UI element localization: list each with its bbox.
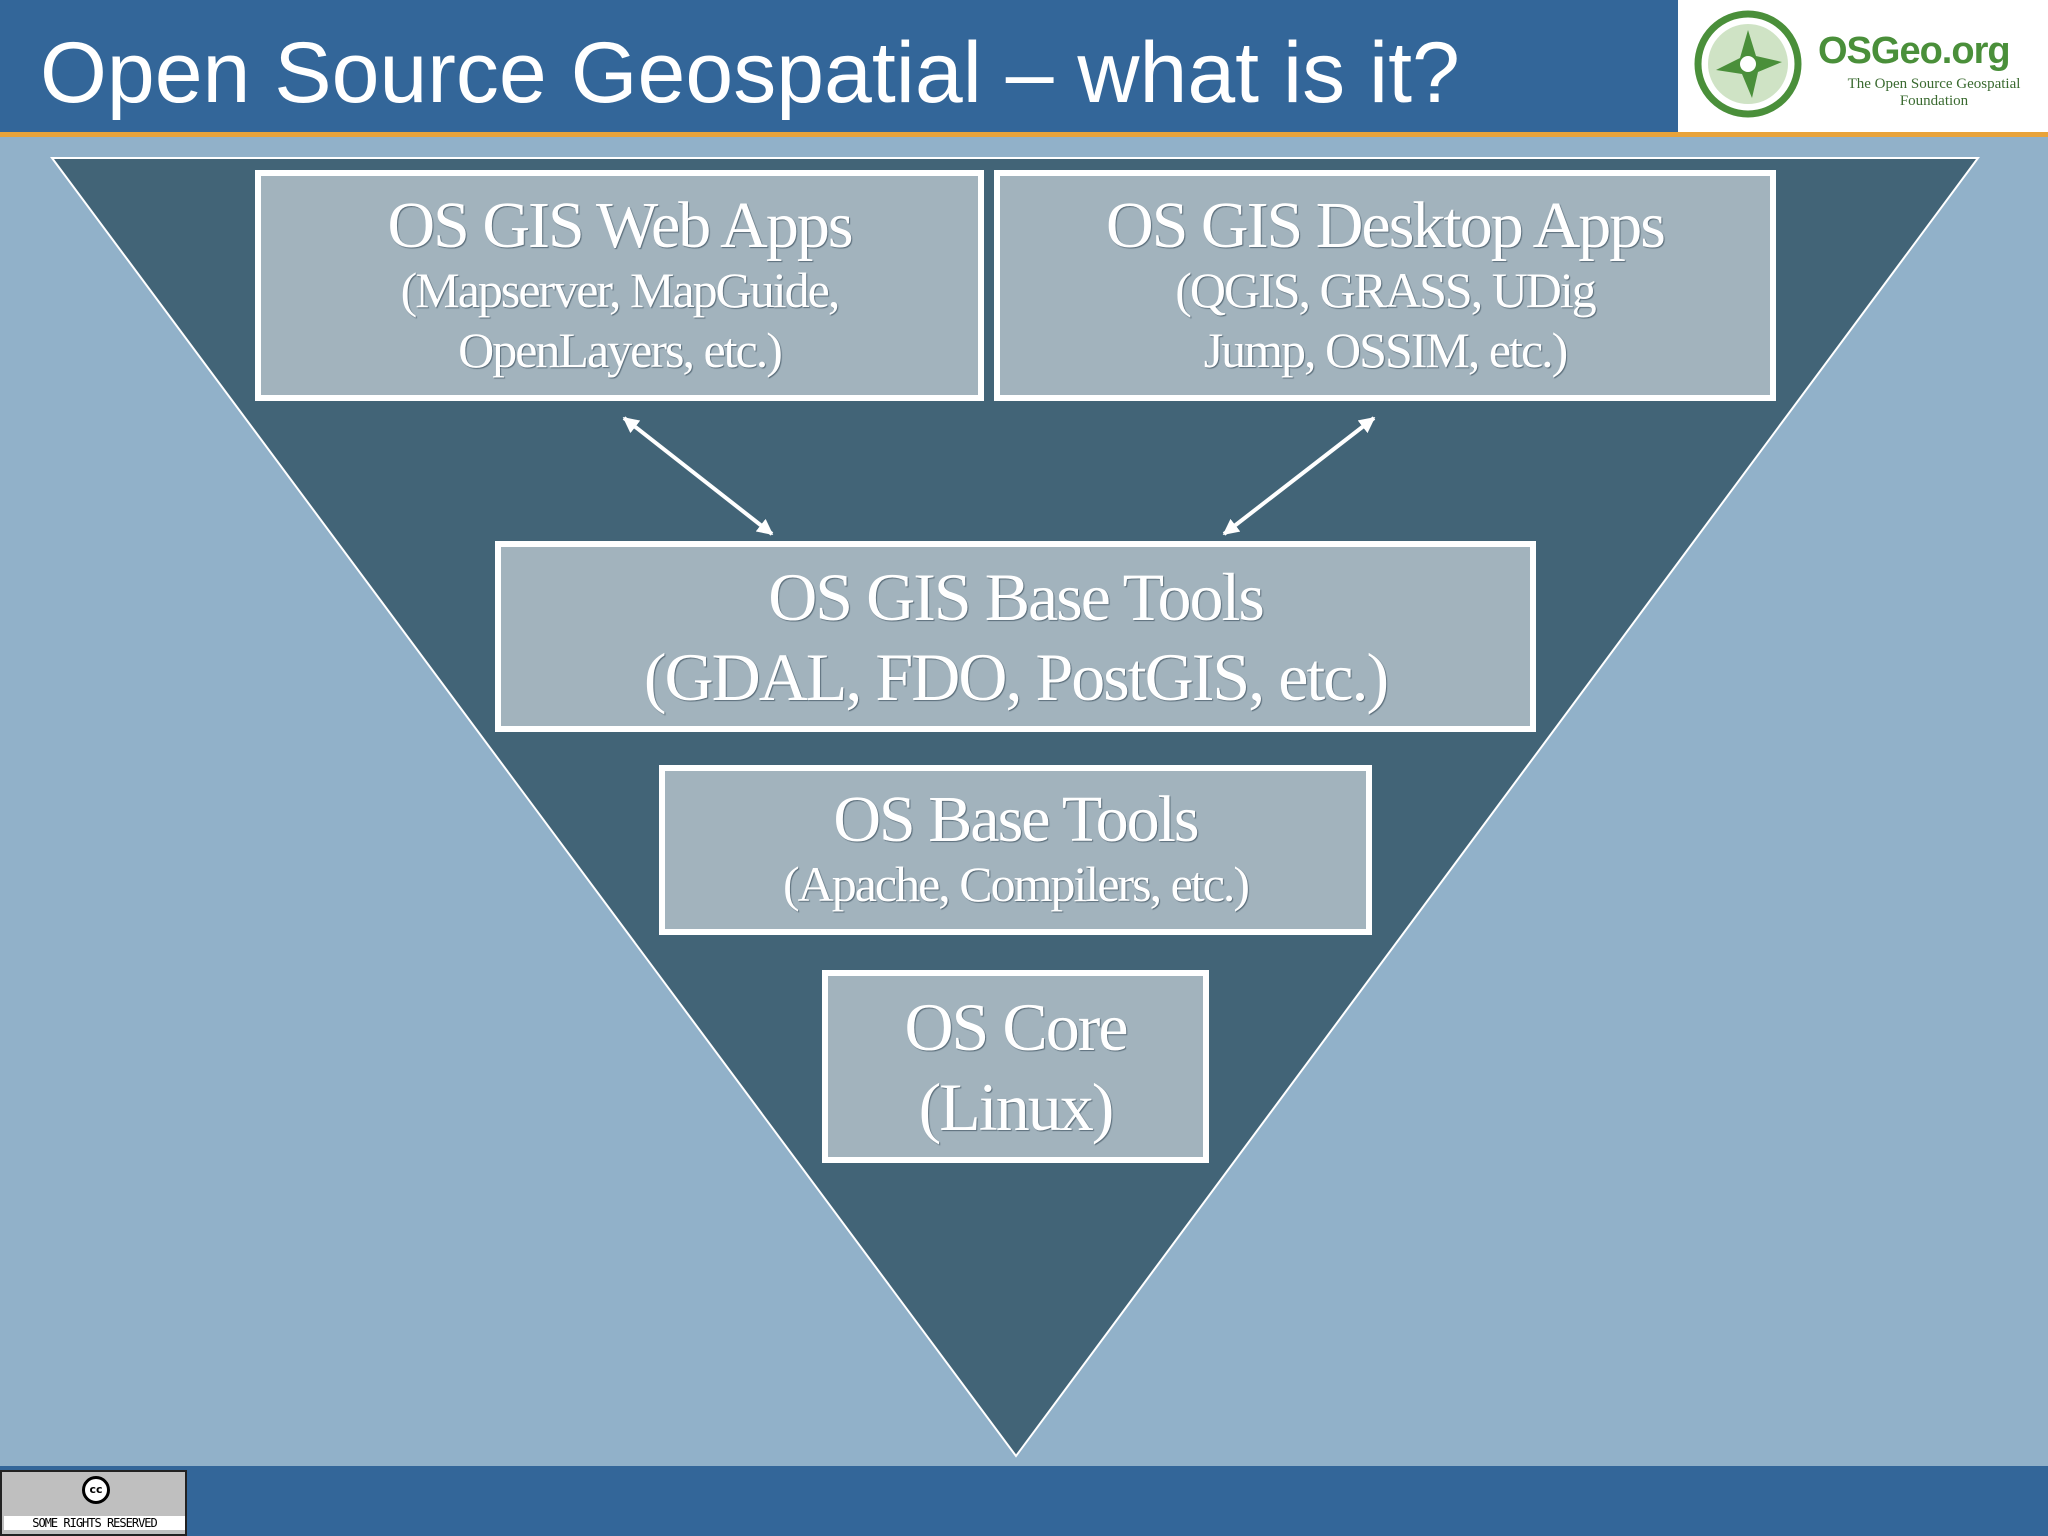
slide-title: Open Source Geospatial – what is it?: [40, 25, 1460, 121]
osgeo-globe-icon: [1694, 10, 1802, 118]
box-title: OS Base Tools: [833, 783, 1199, 856]
box-title: OS GIS Web Apps: [387, 188, 853, 262]
box-subtitle: Jump, OSSIM, etc.): [1203, 321, 1569, 378]
arrow-desktop-to-base: [1222, 416, 1376, 536]
osgeo-logo: OSGeo.org The Open Source Geospatial Fou…: [1678, 0, 2048, 132]
box-base-tools: OS Base Tools (Apache, Compilers, etc.): [659, 765, 1372, 935]
box-title: OS Core: [904, 988, 1128, 1065]
box-title: OS GIS Base Tools: [768, 558, 1265, 635]
arrow-web-to-base: [622, 416, 774, 536]
header-accent-line: [0, 132, 2048, 137]
cc-icon: cc: [82, 1476, 110, 1504]
license-text: SOME RIGHTS RESERVED: [4, 1516, 185, 1530]
box-core: OS Core (Linux): [822, 970, 1209, 1163]
logo-name: OSGeo.org: [1818, 30, 2011, 72]
box-subtitle: (Mapserver, MapGuide,: [400, 261, 841, 318]
creative-commons-badge[interactable]: cc SOME RIGHTS RESERVED: [0, 1470, 187, 1536]
box-gis-desktop-apps: OS GIS Desktop Apps (QGIS, GRASS, UDig J…: [994, 170, 1776, 401]
box-gis-base-tools: OS GIS Base Tools (GDAL, FDO, PostGIS, e…: [495, 541, 1536, 732]
box-title: OS GIS Desktop Apps: [1106, 188, 1666, 262]
box-gis-web-apps: OS GIS Web Apps (Mapserver, MapGuide, Op…: [255, 170, 984, 401]
box-subtitle: (GDAL, FDO, PostGIS, etc.): [643, 638, 1389, 715]
box-subtitle: (Linux): [918, 1068, 1115, 1145]
logo-tagline: The Open Source Geospatial Foundation: [1847, 76, 2021, 109]
box-subtitle: OpenLayers, etc.): [458, 321, 783, 378]
box-subtitle: (QGIS, GRASS, UDig: [1175, 261, 1597, 318]
box-subtitle: (Apache, Compilers, etc.): [782, 856, 1250, 912]
slide-footer: [0, 1466, 2048, 1536]
